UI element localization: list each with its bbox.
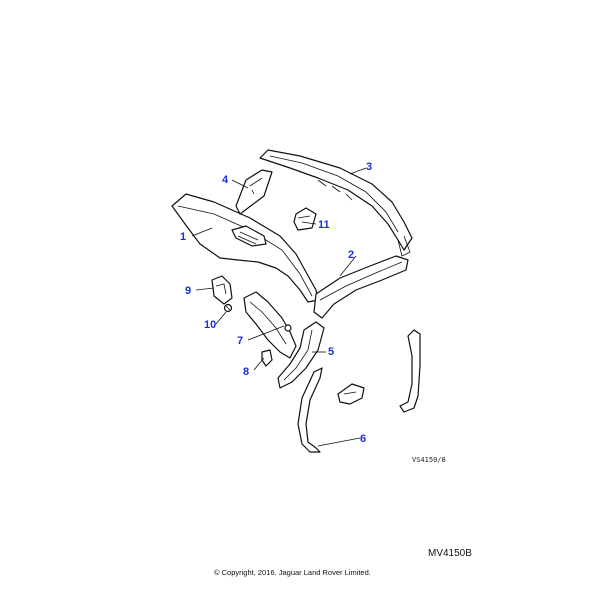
part-7-trim-panel xyxy=(243,291,297,359)
part-11-cover xyxy=(293,207,317,231)
leader-lines xyxy=(191,167,367,447)
diagram-code: MV4150B xyxy=(428,548,472,559)
part-6-seals xyxy=(297,329,421,453)
callout-5: 5 xyxy=(328,346,334,358)
part-1-headlining xyxy=(171,193,319,303)
callout-9: 9 xyxy=(185,285,191,297)
part-2-a-pillar-trim xyxy=(313,255,409,319)
part-5-pillar-trim xyxy=(277,321,325,389)
part-10-screw xyxy=(223,303,233,313)
part-3-rear-header xyxy=(259,149,413,257)
callout-1: 1 xyxy=(180,231,186,243)
callout-2: 2 xyxy=(348,249,354,261)
callout-4: 4 xyxy=(222,174,229,186)
drawing-reference: VS4150/8 xyxy=(412,456,446,464)
part-8-clip xyxy=(261,349,273,367)
callout-6: 6 xyxy=(360,433,366,445)
part-9-bracket xyxy=(211,275,233,305)
callout-10: 10 xyxy=(204,319,216,331)
callout-11: 11 xyxy=(318,219,330,231)
part-4-panel xyxy=(235,169,273,215)
copyright-notice: © Copyright, 2016. Jaguar Land Rover Lim… xyxy=(214,568,371,577)
callout-8: 8 xyxy=(243,366,249,378)
callout-7: 7 xyxy=(237,335,243,347)
callout-3: 3 xyxy=(366,161,372,173)
callouts: 1 2 3 4 5 6 7 8 9 10 11 xyxy=(180,161,372,445)
